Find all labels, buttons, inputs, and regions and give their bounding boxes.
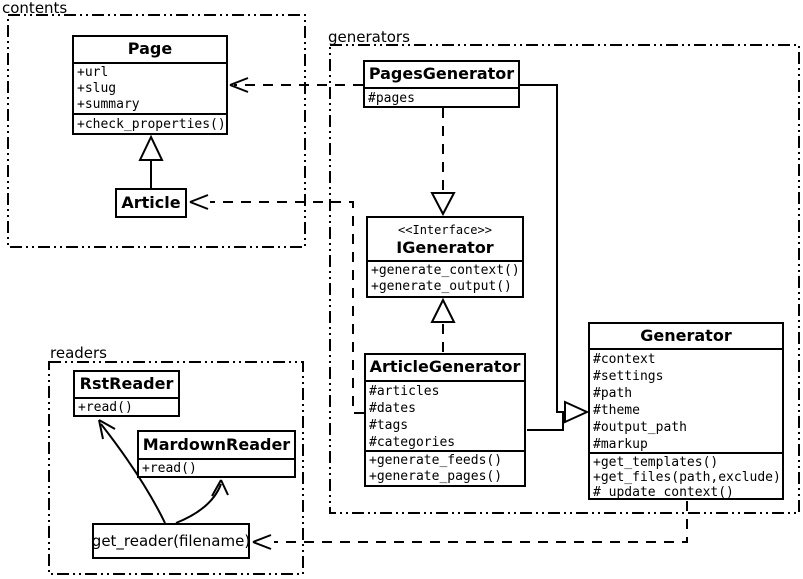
class-page: Page +url +slug +summary +check_properti… [72, 35, 228, 135]
class-article-title: Article [121, 193, 181, 212]
method: +check_properties() [77, 117, 226, 132]
function-get-reader: get_reader(filename) [92, 523, 250, 559]
edge-pagesgenerator-depends-page [229, 77, 363, 93]
class-igenerator-stereotype: <<Interface>> [398, 223, 492, 237]
class-igenerator: <<Interface>> IGenerator +generate_conte… [366, 216, 524, 298]
attribute: #context [593, 352, 656, 367]
attribute: #dates [369, 401, 416, 416]
class-pagesgenerator-title: PagesGenerator [368, 64, 515, 83]
package-border-readers [48, 361, 304, 575]
class-rstreader: RstReader +read() [73, 370, 180, 417]
method: +generate_output() [371, 279, 512, 294]
class-generator-methods: +get_templates() +get_files(path,exclude… [590, 452, 782, 498]
attribute: #theme [593, 403, 640, 418]
class-igenerator-title: IGenerator [396, 238, 494, 257]
method: +get_files(path,exclude) [593, 470, 781, 485]
edge-article-extends-page [138, 134, 164, 188]
edge-pagesgenerator-implements-igenerator [430, 108, 456, 217]
attribute: #articles [369, 384, 440, 399]
class-page-title: Page [127, 39, 173, 58]
method: +get_templates() [593, 455, 719, 470]
edge-getreader-to-mardownreader [175, 479, 229, 524]
attribute: #tags [369, 418, 409, 433]
method: +generate_context() [371, 263, 520, 278]
attribute: +summary [77, 97, 140, 112]
attribute: #markup [593, 437, 648, 452]
class-articlegenerator-methods: +generate_feeds() +generate_pages() [366, 450, 524, 485]
class-articlegenerator-title: ArticleGenerator [369, 357, 521, 376]
class-articlegenerator-attributes: #articles #dates #tags #categories [366, 380, 524, 450]
package-border-contents [7, 14, 306, 248]
attribute: #settings [593, 369, 664, 384]
attribute: +slug [77, 81, 117, 96]
class-pagesgenerator: PagesGenerator #pages [363, 60, 520, 108]
class-article: Article [115, 188, 187, 218]
class-rstreader-methods: +read() [75, 397, 178, 417]
edge-generator-depends-getreader [252, 501, 688, 550]
class-igenerator-methods: +generate_context() +generate_output() [368, 260, 522, 298]
class-mardownreader-methods: +read() [139, 458, 294, 478]
package-label-readers: readers [50, 344, 107, 362]
method: +read() [78, 400, 133, 415]
attribute: +url [77, 65, 109, 80]
edge-pagesgenerator-extends-generator [520, 84, 565, 413]
edge-articlegenerator-implements-igenerator [430, 297, 456, 352]
method: +generate_feeds() [369, 453, 503, 468]
attribute: #pages [368, 91, 415, 106]
package-label-generators: generators [328, 28, 410, 46]
package-label-contents: contents [2, 0, 68, 17]
class-mardownreader-title: MardownReader [142, 435, 291, 454]
class-generator: Generator #context #settings #path #them… [588, 322, 784, 500]
method: #_update_context() [593, 485, 734, 498]
method: +read() [142, 461, 197, 476]
generator-inheritance-arrowhead [564, 400, 590, 424]
package-border-generators [329, 44, 800, 514]
edge-articlegenerator-extends-generator [527, 411, 565, 431]
class-mardownreader: MardownReader +read() [137, 430, 296, 478]
method: +generate_pages() [369, 469, 503, 484]
class-page-attributes: +url +slug +summary [74, 62, 226, 113]
class-generator-attributes: #context #settings #path #theme #output_… [590, 348, 782, 452]
attribute: #path [593, 386, 633, 401]
function-get-reader-label: get_reader(filename) [91, 532, 251, 550]
class-generator-title: Generator [640, 326, 732, 345]
attribute: #output_path [593, 420, 687, 435]
class-rstreader-title: RstReader [79, 374, 174, 393]
class-articlegenerator: ArticleGenerator #articles #dates #tags … [364, 353, 526, 487]
class-pagesgenerator-attributes: #pages [365, 87, 518, 108]
class-igenerator-header: <<Interface>> IGenerator [368, 218, 522, 260]
edge-articlegenerator-depends-article [189, 194, 364, 414]
class-page-methods: +check_properties() [74, 113, 226, 135]
attribute: #categories [369, 435, 456, 450]
edge-getreader-to-rstreader [98, 419, 166, 524]
